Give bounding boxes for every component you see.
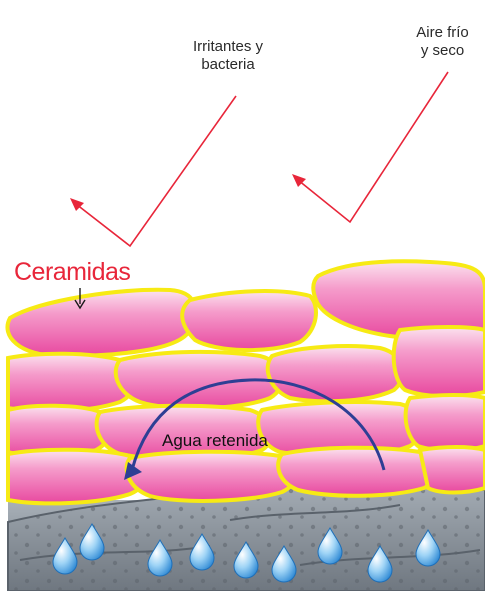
deflection-arrow-cold-air bbox=[292, 72, 448, 222]
irritants-label-line-1: Irritantes y bbox=[168, 38, 288, 56]
deflection-arrow-irritants bbox=[70, 96, 236, 246]
cold-air-label-line-1: Aire frío bbox=[400, 24, 485, 42]
cold-air-label-line-2: y seco bbox=[400, 42, 485, 60]
cold-air-label: Aire frío y seco bbox=[400, 24, 485, 60]
stratum-corneum bbox=[7, 261, 485, 503]
water-retained-label: Agua retenida bbox=[162, 432, 268, 450]
irritants-label: Irritantes y bacteria bbox=[168, 38, 288, 74]
irritants-label-line-2: bacteria bbox=[168, 56, 288, 74]
ceramides-label: Ceramidas bbox=[14, 258, 130, 286]
